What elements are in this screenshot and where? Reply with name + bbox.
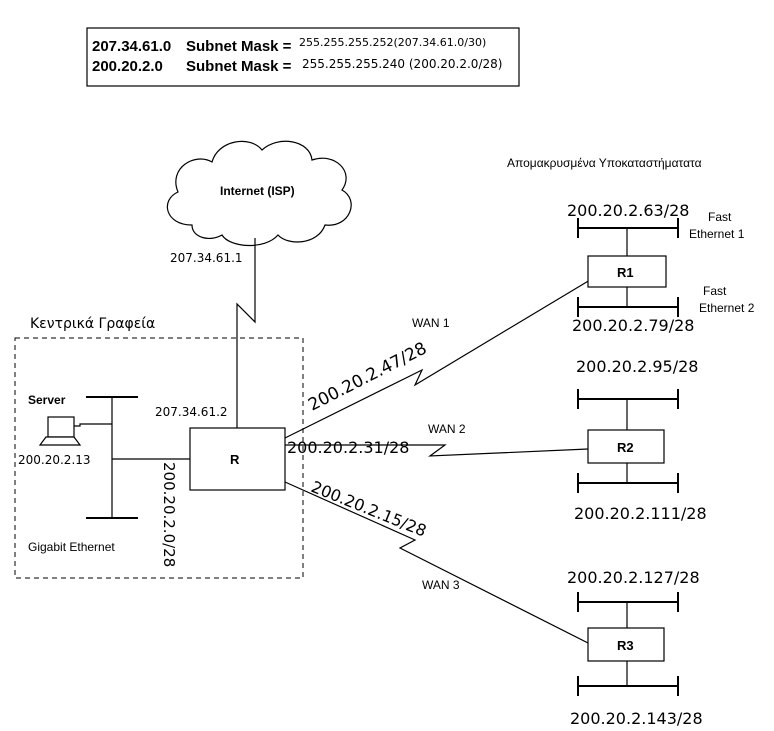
- r3-top-subnet: 200.20.2.127/28: [567, 568, 700, 587]
- r2-bottom-subnet: 200.20.2.111/28: [574, 504, 707, 523]
- header-line2-value: 255.255.255.240 (200.20.2.0/28): [302, 57, 502, 71]
- header-line1-label: Subnet Mask =: [186, 38, 292, 55]
- header-line2-network: 200.20.2.0: [92, 58, 163, 75]
- server-ip: 200.20.2.13: [18, 453, 91, 467]
- router-r2-label: R2: [617, 440, 634, 455]
- header-line1-value: 255.255.255.252(207.34.61.0/30): [299, 36, 486, 49]
- router-r3-label: R3: [617, 638, 634, 653]
- r2-top-subnet: 200.20.2.95/28: [576, 357, 698, 376]
- wan3-subnet: 200.20.2.15/28: [309, 477, 430, 540]
- r1-fe1-line1: Fast: [708, 210, 732, 224]
- headquarters-boundary: [14, 337, 304, 579]
- header-line2-label: Subnet Mask =: [186, 58, 292, 75]
- wan1-subnet: 200.20.2.47/28: [305, 339, 430, 416]
- wan3-link: [284, 481, 591, 645]
- branches-title: Απομακρυσμένα Υποκαταστήματατα: [507, 156, 702, 170]
- router-r3[interactable]: [587, 627, 665, 662]
- header-line1-network: 207.34.61.0: [92, 38, 171, 55]
- wan2-label: WAN 2: [428, 422, 466, 436]
- server-link: [74, 423, 112, 427]
- r1-fe2-line1: Fast: [703, 284, 727, 298]
- router-r1-label: R1: [617, 265, 634, 280]
- laptop-icon: [38, 416, 82, 446]
- r1-top-subnet: 200.20.2.63/28: [567, 201, 689, 220]
- headquarters-title: Κεντρικά Γραφεία: [30, 316, 155, 332]
- subnet-info-box: [86, 27, 520, 87]
- r1-fe1-line2: Ethernet 1: [689, 227, 745, 241]
- router-r1[interactable]: [587, 255, 667, 288]
- wan2-link: [285, 444, 589, 457]
- lan-subnet: 200.20.2.0/28: [160, 462, 178, 567]
- r1-bottom-subnet: 200.20.2.79/28: [572, 316, 694, 335]
- wan1-label: WAN 1: [412, 316, 450, 330]
- r3-bottom-subnet: 200.20.2.143/28: [570, 709, 703, 728]
- lan-label: Gigabit Ethernet: [28, 540, 115, 554]
- internet-link-ip: 207.34.61.1: [170, 251, 243, 265]
- router-hq-ip: 207.34.61.2: [155, 405, 228, 419]
- router-hq-label: R: [230, 452, 240, 467]
- router-r2[interactable]: [587, 429, 665, 464]
- r1-fe2-line2: Ethernet 2: [699, 301, 755, 315]
- wan2-subnet: 200.20.2.31/28: [287, 438, 409, 457]
- router-hq[interactable]: [189, 427, 286, 491]
- internet-label: Internet (ISP): [220, 184, 295, 198]
- wan3-label: WAN 3: [422, 578, 460, 592]
- server-label: Server: [28, 393, 66, 407]
- wan1-link: [284, 279, 591, 439]
- isp-link: [236, 238, 256, 428]
